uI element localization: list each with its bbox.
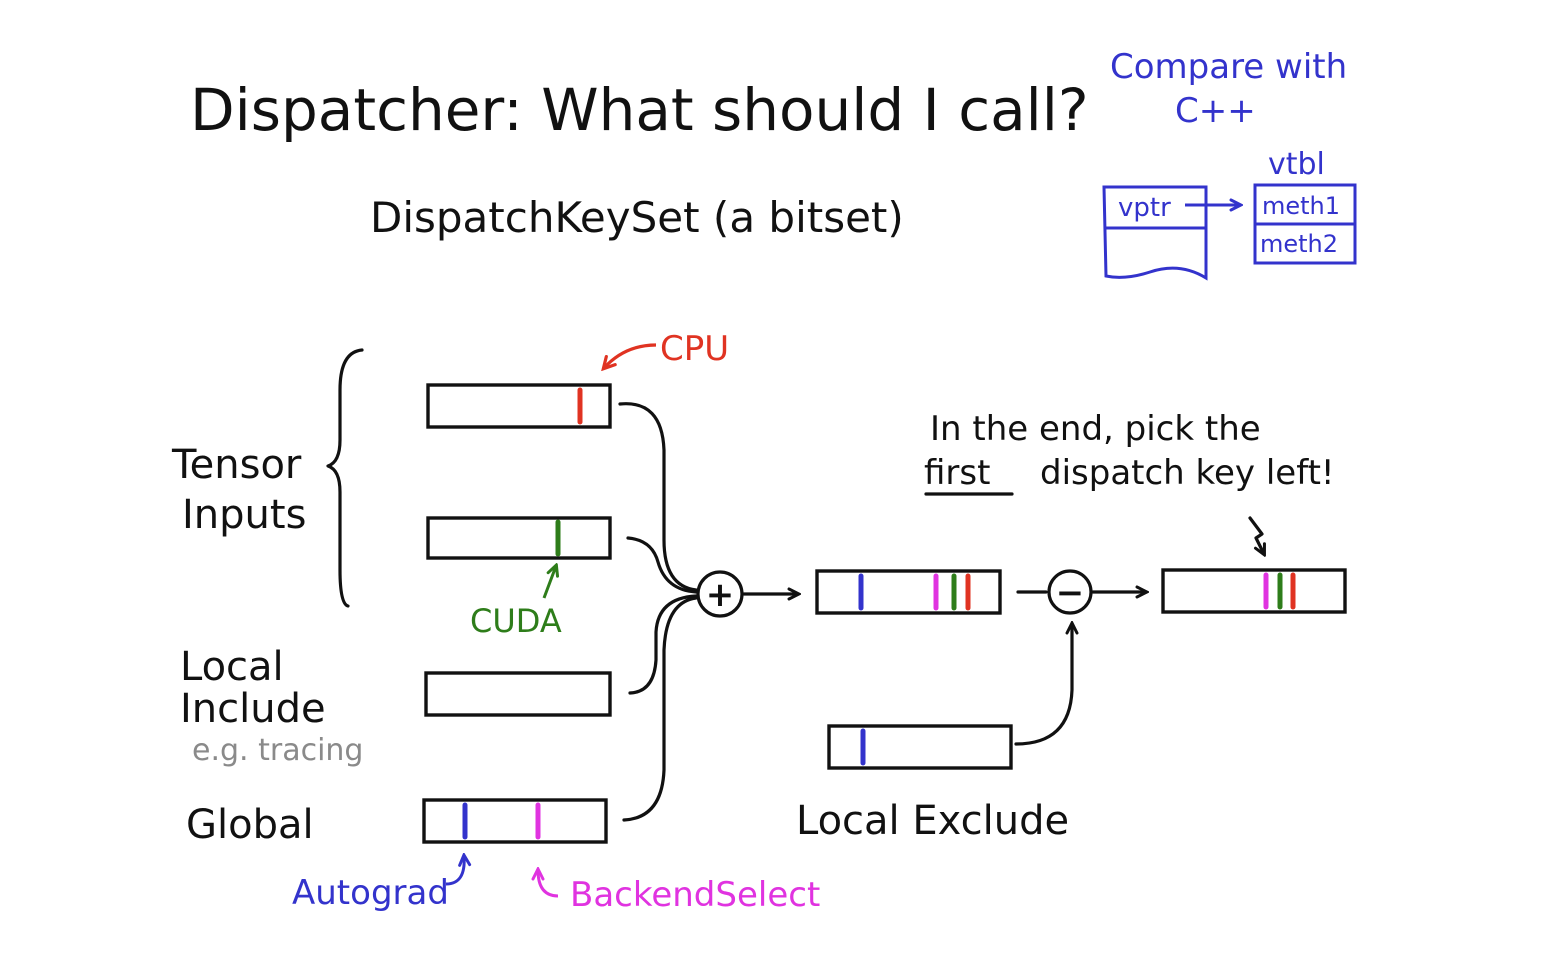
vtbl-label: vtbl: [1268, 147, 1325, 182]
union-operator: [696, 570, 744, 618]
exclude-operator-symbol: −: [1056, 573, 1085, 613]
tensor-input-1-bitset: [426, 383, 612, 429]
global-label: Global: [186, 802, 314, 848]
local-include-bitset: [424, 671, 612, 717]
object-box: [1102, 185, 1208, 281]
local-exclude-bitset: [827, 724, 1013, 770]
local-include-label-2: Include: [180, 686, 326, 732]
exclude-operator: [1047, 569, 1093, 615]
pointer-arrow: [1248, 516, 1264, 554]
union-operator-symbol: +: [706, 575, 735, 615]
vtbl-meth2: meth2: [1260, 230, 1338, 258]
tensor-inputs-label-1: Tensor: [171, 442, 302, 488]
local-exclude-label: Local Exclude: [796, 798, 1069, 844]
connector-global: [622, 596, 698, 822]
note-line-1: In the end, pick the: [930, 409, 1261, 449]
autograd-key-label: Autograd: [292, 873, 449, 913]
note-first-word: first: [924, 453, 990, 493]
backendselect-arrow: [538, 870, 559, 898]
connector-tensor-1: [618, 402, 698, 592]
compare-line2: C++: [1175, 91, 1256, 131]
vtbl-meth1: meth1: [1262, 192, 1340, 220]
tensor-input-2-bitset: [426, 516, 612, 560]
connector-local-include: [628, 594, 698, 695]
autograd-arrow: [445, 856, 464, 886]
result-bitset: [1161, 568, 1347, 614]
vptr-label: vptr: [1118, 193, 1171, 223]
connector-tensor-2: [626, 536, 698, 594]
tensor-inputs-label-2: Inputs: [182, 492, 306, 538]
page-title: Dispatcher: What should I call?: [190, 76, 1089, 144]
global-bitset: [422, 798, 608, 844]
compare-line1: Compare with: [1110, 47, 1347, 87]
subtitle: DispatchKeySet (a bitset): [370, 193, 904, 242]
local-include-label-1: Local: [180, 644, 284, 690]
cuda-arrow: [542, 566, 556, 599]
cuda-key-label: CUDA: [470, 602, 562, 640]
cpu-arrow: [604, 343, 657, 368]
tensor-inputs-brace: [326, 348, 364, 608]
local-exclude-connector: [1014, 624, 1072, 746]
cpu-key-label: CPU: [660, 329, 729, 369]
cpp-comparison: Compare with C++ vtbl vptr meth1 meth2: [1102, 47, 1357, 281]
note-line-2: dispatch key left!: [1040, 453, 1335, 493]
combined-bitset: [815, 569, 1002, 615]
tracing-example: e.g. tracing: [192, 733, 363, 768]
backendselect-key-label: BackendSelect: [570, 875, 820, 915]
